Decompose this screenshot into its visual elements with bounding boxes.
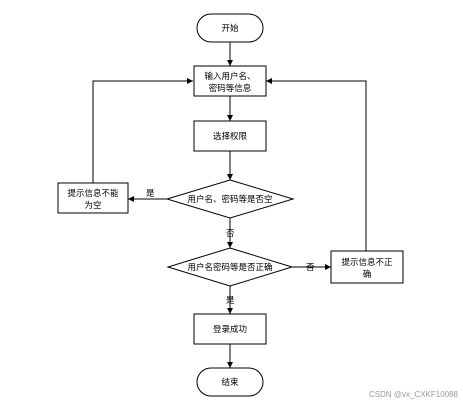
input-label-line1: 输入用户名、 — [204, 71, 255, 82]
empty-message-line2: 为空 — [84, 200, 101, 211]
end-label: 结束 — [221, 377, 239, 388]
login-success-box — [193, 313, 267, 345]
input-label-line2: 密码等信息 — [209, 83, 252, 94]
branch-label-correct-yes: 是 — [226, 296, 235, 306]
empty-message-box — [57, 182, 129, 214]
branch-label-empty-yes: 是 — [146, 189, 155, 199]
wrong-message-line2: 确 — [363, 269, 372, 280]
empty-message-line1: 提示信息不能 — [67, 188, 119, 199]
watermark: CSDN @vx_CXKF10088 — [369, 390, 459, 399]
start-label: 开始 — [221, 23, 239, 34]
check-correct-diamond — [166, 247, 294, 287]
wrong-message-box — [330, 250, 404, 284]
input-box — [193, 65, 267, 97]
connector-empty-msg-loop — [92, 78, 193, 183]
check-empty-diamond — [165, 179, 295, 219]
end-terminator — [196, 367, 264, 397]
wrong-message-line1: 提示信息不正 — [341, 257, 393, 268]
check-empty-label: 用户名、密码等是否空 — [187, 194, 272, 205]
branch-label-correct-no: 否 — [306, 263, 315, 273]
login-success-label: 登录成功 — [213, 324, 247, 335]
select-role-box — [193, 120, 267, 152]
branch-label-empty-no: 否 — [226, 229, 235, 239]
start-terminator — [196, 13, 264, 43]
check-correct-label: 用户名密码等是否正确 — [187, 262, 272, 273]
connector-wrong-msg-loop — [266, 78, 367, 251]
select-role-label: 选择权限 — [213, 131, 248, 142]
